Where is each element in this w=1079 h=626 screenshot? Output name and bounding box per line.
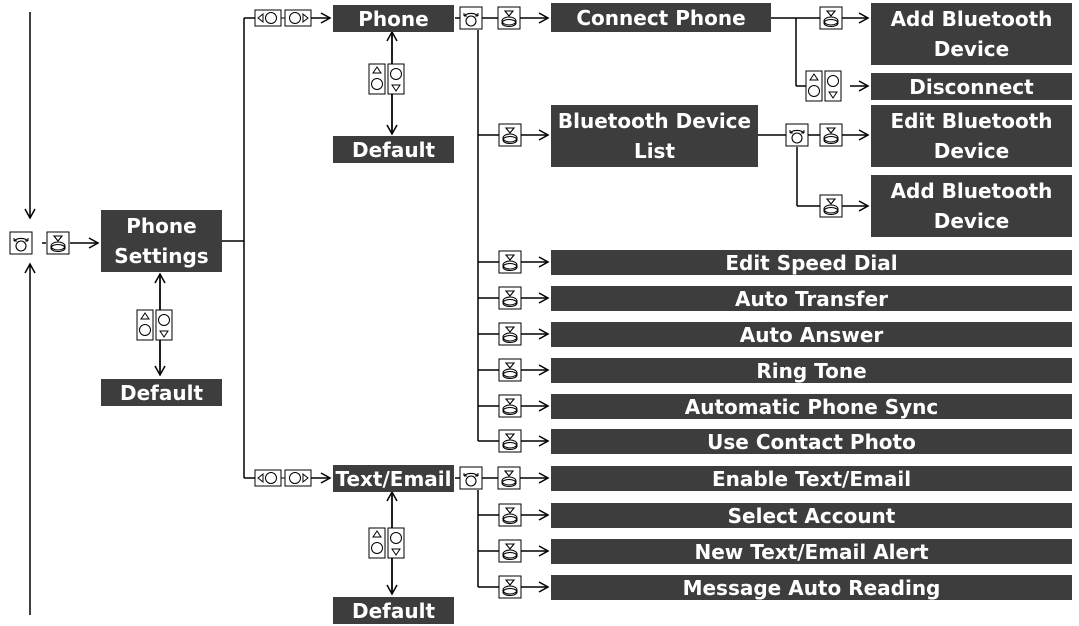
up-down-icon bbox=[805, 70, 842, 102]
press-icon bbox=[498, 358, 522, 382]
ring-tone-box: Ring Tone bbox=[551, 358, 1072, 383]
bluetooth-device-list-box: Bluetooth Device List bbox=[551, 105, 758, 167]
up-down-icon bbox=[368, 63, 405, 95]
press-icon bbox=[46, 231, 70, 255]
auto-transfer-box: Auto Transfer bbox=[551, 286, 1072, 311]
use-contact-photo-box: Use Contact Photo bbox=[551, 429, 1072, 454]
press-icon bbox=[498, 503, 522, 527]
automatic-phone-sync-box: Automatic Phone Sync bbox=[551, 394, 1072, 419]
rotate-icon bbox=[459, 6, 483, 30]
press-icon bbox=[498, 394, 522, 418]
add-bluetooth-device-box: Add Bluetooth Device bbox=[871, 3, 1072, 65]
press-icon bbox=[497, 466, 521, 490]
left-right-icon bbox=[254, 9, 312, 27]
press-icon bbox=[819, 123, 843, 147]
press-icon bbox=[498, 539, 522, 563]
press-icon bbox=[819, 194, 843, 218]
select-account-box: Select Account bbox=[551, 503, 1072, 528]
add-bluetooth-device-box: Add Bluetooth Device bbox=[871, 175, 1072, 237]
default-box: Default bbox=[101, 379, 222, 406]
enable-text-email-box: Enable Text/Email bbox=[551, 466, 1072, 491]
press-icon bbox=[498, 250, 522, 274]
default-box: Default bbox=[333, 136, 454, 163]
edit-speed-dial-box: Edit Speed Dial bbox=[551, 250, 1072, 275]
rotate-icon bbox=[459, 466, 483, 490]
press-icon bbox=[497, 6, 521, 30]
press-icon bbox=[498, 575, 522, 599]
new-text-email-alert-box: New Text/Email Alert bbox=[551, 539, 1072, 564]
rotate-icon bbox=[785, 123, 809, 147]
press-icon bbox=[819, 6, 843, 30]
connect-phone-box: Connect Phone bbox=[551, 3, 771, 32]
press-icon bbox=[498, 429, 522, 453]
text-email-box: Text/Email bbox=[333, 465, 454, 492]
edit-bluetooth-device-box: Edit Bluetooth Device bbox=[871, 105, 1072, 167]
left-right-icon bbox=[254, 469, 312, 487]
press-icon bbox=[498, 123, 522, 147]
up-down-icon bbox=[136, 309, 173, 341]
rotate-icon bbox=[9, 231, 33, 255]
up-down-icon bbox=[368, 527, 405, 559]
press-icon bbox=[498, 322, 522, 346]
default-box: Default bbox=[333, 597, 454, 624]
disconnect-box: Disconnect bbox=[871, 73, 1072, 100]
message-auto-reading-box: Message Auto Reading bbox=[551, 575, 1072, 600]
press-icon bbox=[498, 286, 522, 310]
phone-box: Phone bbox=[333, 5, 454, 32]
phone-settings-box: Phone Settings bbox=[101, 210, 222, 272]
auto-answer-box: Auto Answer bbox=[551, 322, 1072, 347]
